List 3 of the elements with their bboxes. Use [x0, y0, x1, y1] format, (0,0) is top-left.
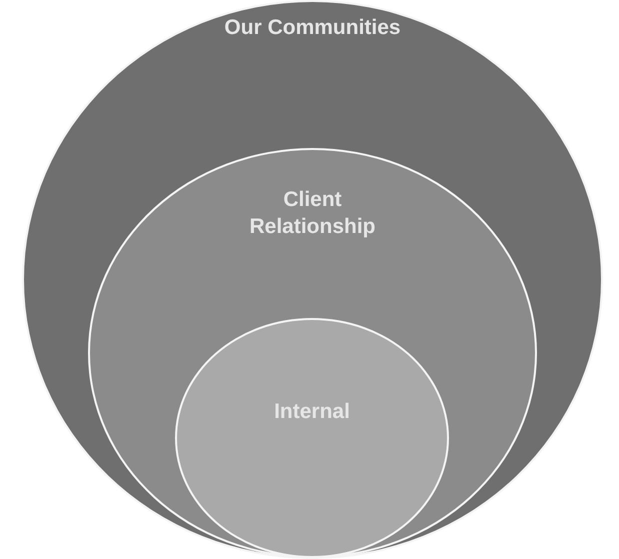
- circle-label: Our Communities: [223, 15, 402, 41]
- circle-label: Internal: [273, 399, 351, 425]
- circle-label: Client Relationship: [248, 187, 376, 240]
